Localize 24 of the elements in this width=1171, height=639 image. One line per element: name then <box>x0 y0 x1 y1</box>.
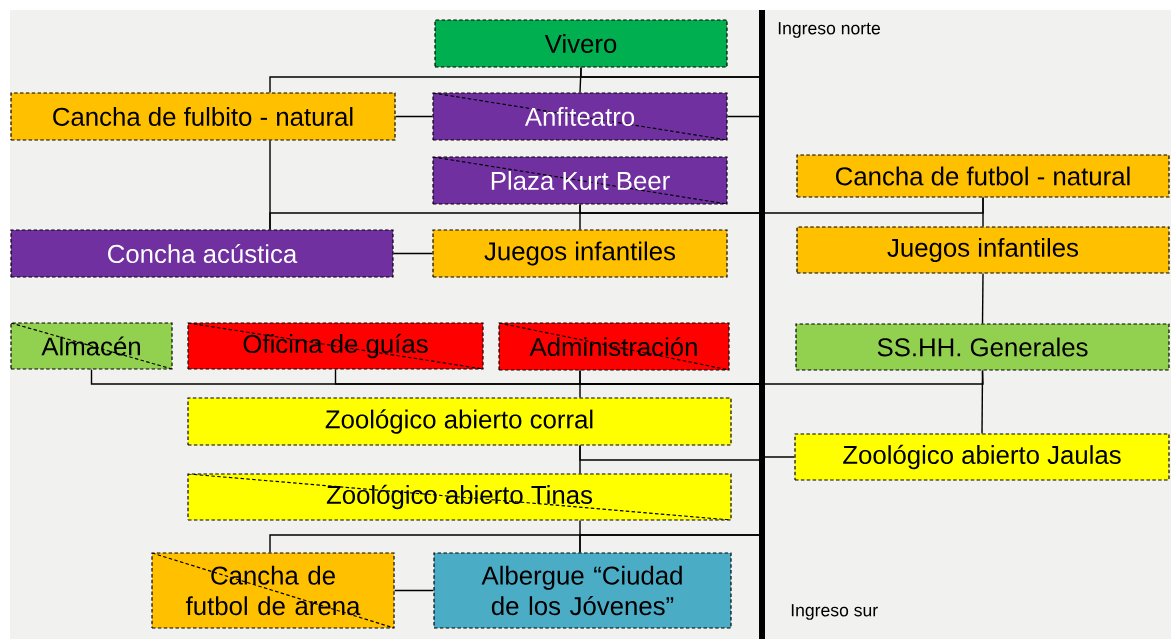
area-box: Concha acústica <box>10 229 394 278</box>
connector-line <box>981 272 984 325</box>
area-box: Cancha de futbol - natural <box>796 154 1170 198</box>
area-box: Zoológico abierto corral <box>187 397 732 446</box>
area-box: Cancha de fulbito - natural <box>10 92 396 141</box>
area-box: Juegos infantiles <box>796 226 1170 274</box>
crossed-out-box: Plaza Kurt Beer <box>432 156 728 205</box>
area-box: Albergue “Ciudad de los Jóvenes” <box>433 552 732 629</box>
crossed-out-box: Cancha de futbol de arena <box>151 552 395 629</box>
connector-line <box>393 589 435 592</box>
connector-line <box>579 66 582 94</box>
area-box: Juegos infantiles <box>432 229 728 278</box>
area-box: Vivero <box>434 19 728 68</box>
connector-line <box>982 196 984 228</box>
connector-line <box>392 252 434 255</box>
entrance-label: Ingreso norte <box>778 22 880 38</box>
main-path-bar <box>759 10 765 639</box>
connector-line <box>981 369 984 435</box>
connector-line <box>394 115 434 118</box>
entrance-label: Ingreso sur <box>791 604 878 620</box>
crossed-out-box: Oficina de guías <box>187 322 484 370</box>
area-box: Zoológico abierto Jaulas <box>794 433 1170 481</box>
area-box: SS.HH. Generales <box>795 323 1170 371</box>
crossed-out-box: Zoológico abierto Tinas <box>187 473 732 521</box>
